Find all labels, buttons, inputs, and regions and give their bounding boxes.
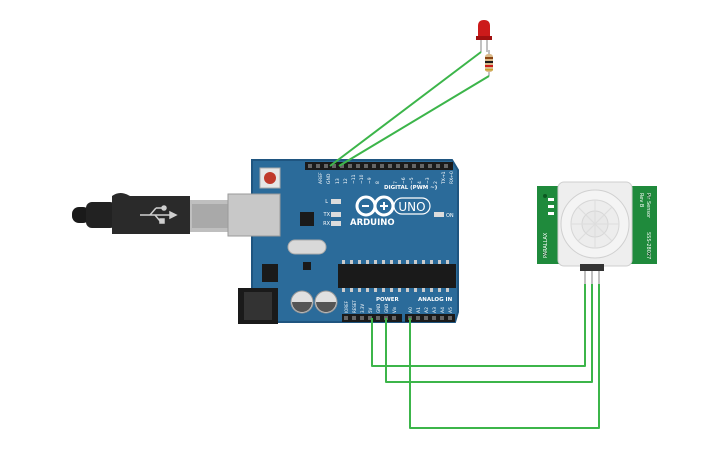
capacitors [290, 290, 338, 314]
microcontroller-chip [338, 264, 456, 288]
board-brand: ARDUINO [350, 218, 395, 228]
wire-pir-to-gnd [385, 284, 593, 383]
resistor-component[interactable] [485, 50, 493, 76]
crystal [287, 239, 327, 255]
power-label: POWER [376, 297, 400, 303]
arduino-logo [355, 195, 395, 217]
digital-pin-label: ~6 [401, 177, 407, 184]
digital-pin-label: ~9 [367, 177, 373, 184]
usb-cable [72, 193, 230, 234]
svg-text:ON: ON [446, 213, 454, 219]
analog-label: ANALOG IN [418, 297, 453, 303]
digital-pin-label: 7 [393, 181, 399, 184]
svg-text:L: L [325, 199, 328, 205]
pir-brand: PARALLAX [543, 232, 549, 258]
aref-label: AREF [318, 172, 324, 184]
wires [329, 51, 600, 429]
pir-part: SSS-28027 [645, 232, 651, 259]
power-pin-label: 5V [368, 307, 373, 313]
digital-pin-label: 12 [343, 178, 349, 184]
onboard-leds: L TX RX ON [323, 199, 454, 227]
led-component[interactable] [476, 20, 492, 52]
analog-pin-label: A3 [432, 307, 438, 313]
analog-pin-label: A0 [408, 307, 414, 313]
power-pin-label: IOREF [344, 300, 349, 313]
digital-pin-label: RX←0 [449, 171, 455, 184]
pir-title: Pir Sensor [645, 193, 651, 219]
digital-pin-label: TX→1 [441, 171, 447, 185]
usb-jack [227, 193, 281, 237]
wire-pir-to-5v [371, 284, 586, 367]
usb-icon [140, 205, 178, 224]
svg-text:RX: RX [323, 221, 330, 227]
analog-pin-label: A4 [440, 307, 446, 313]
digital-header [305, 162, 453, 170]
wire-resistor-to-pin13 [338, 75, 490, 167]
digital-pin-label: ~11 [351, 174, 357, 184]
wire-led-to-gnd [329, 51, 482, 167]
digital-pin-label: ~5 [409, 177, 415, 184]
digital-pin-label: ~3 [425, 177, 431, 184]
power-pin-label: GND [376, 304, 381, 313]
svg-text:TX: TX [323, 212, 331, 218]
analog-pin-label: A2 [424, 307, 430, 313]
wire-pir-to-a0 [409, 284, 600, 429]
digital-pin-label: 8 [375, 181, 381, 184]
analog-header [405, 314, 455, 322]
digital-pin-label: 4 [417, 181, 423, 184]
power-pin-label: 3.3V [360, 304, 365, 313]
digital-pin-label: 2 [433, 181, 439, 184]
gnd-top-label: GND [326, 173, 332, 184]
analog-pin-label: A5 [448, 307, 454, 313]
pir-rev: Rev B [638, 193, 644, 208]
digital-pin-label: ~10 [359, 174, 365, 184]
analog-pin-label: A1 [416, 307, 422, 313]
digital-label: DIGITAL (PWM ~) [384, 185, 438, 191]
power-pin-label: RESET [352, 300, 357, 313]
power-pin-label: Vin [392, 306, 397, 313]
digital-pin-label: 13 [335, 178, 341, 184]
power-pin-label: GND [384, 304, 389, 313]
board-model: UNO [398, 200, 425, 214]
pir-sensor[interactable]: PARALLAX Pir Sensor Rev B SSS-28027 [537, 181, 657, 284]
